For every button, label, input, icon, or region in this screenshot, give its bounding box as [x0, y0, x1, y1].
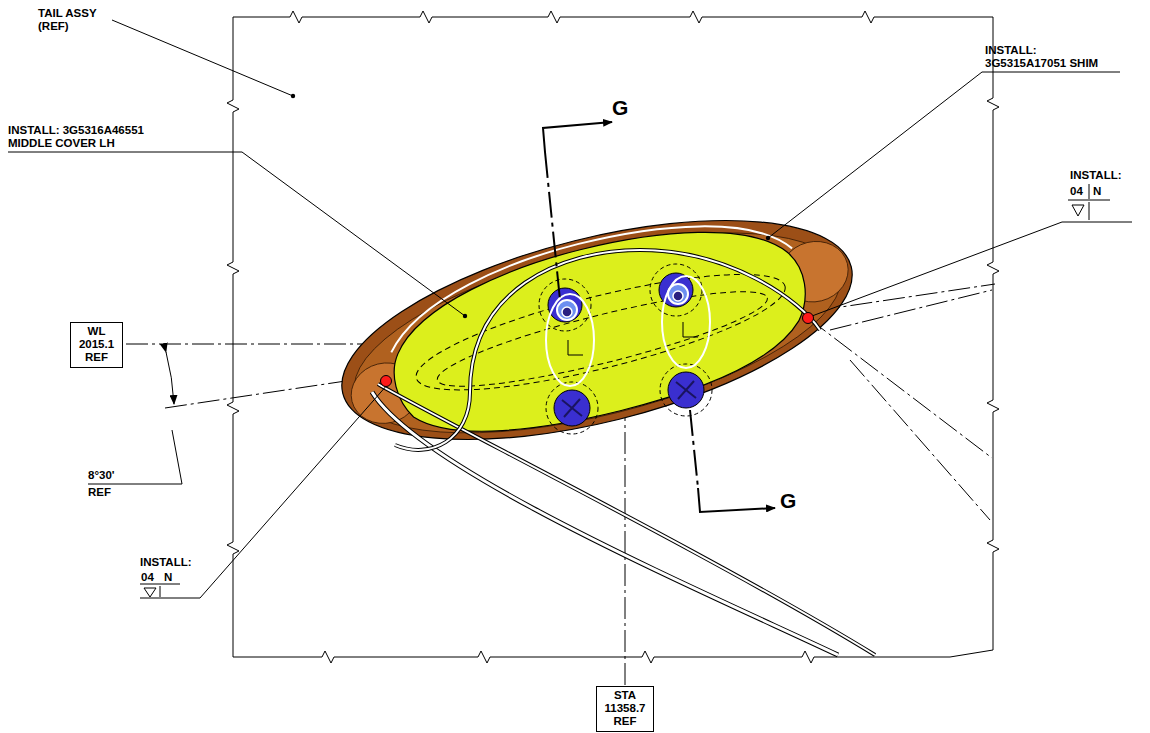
phantom-line: [808, 318, 992, 458]
fastener-clearance: [660, 364, 712, 416]
install-note: INSTALL:: [1070, 169, 1122, 182]
part-callout: INSTALL: 3G5316A46551 MIDDLE COVER LH: [8, 124, 176, 150]
install-code: 04: [141, 571, 154, 584]
part-callout: INSTALL: 3G5315A17051 SHIM: [985, 44, 1120, 70]
section-tick: [568, 322, 698, 355]
phantom-line: [850, 360, 990, 520]
leader-line: [812, 222, 1132, 316]
install-note: INSTALL:: [140, 556, 192, 569]
fastener-recess: [676, 381, 696, 399]
symbol-bar: [160, 586, 161, 597]
fastener-clearance: [546, 382, 598, 434]
fastener: [548, 288, 582, 322]
leader-dots: [291, 94, 814, 387]
fastener-location: [803, 313, 814, 324]
station-box: STA 11358.7 REF: [596, 686, 654, 732]
shim: [321, 177, 874, 482]
outline-white: [378, 384, 875, 655]
waterline-box: WL 2015.1 REF: [70, 322, 123, 368]
outline-white: [372, 392, 838, 655]
cover-assembly: [321, 177, 874, 482]
triangle-symbol: [144, 588, 156, 597]
leaders: [8, 20, 1132, 598]
break-frame: [227, 11, 999, 663]
fastener-clearance: [650, 264, 702, 316]
install-symbols: [140, 184, 1110, 597]
section-arrow: [543, 122, 612, 152]
leader-line: [768, 72, 1120, 238]
section-arrow: [698, 488, 775, 512]
phantom-line: [830, 290, 992, 330]
fastener: [554, 390, 590, 426]
outline-black: [395, 392, 470, 450]
fastener-ring: [557, 300, 577, 320]
fastener: [668, 372, 704, 408]
reference-label: TAIL ASSY (REF): [38, 7, 118, 33]
hidden-edge: [408, 251, 794, 413]
adjacent-outline: [372, 250, 875, 655]
fastener-location: [381, 376, 392, 387]
fastener-ring: [562, 307, 572, 317]
frame-edge: [233, 11, 993, 23]
outline-black: [372, 392, 838, 655]
install-code: N: [1093, 185, 1101, 198]
section-line: [543, 122, 775, 512]
leader-line: [112, 20, 293, 96]
shim-face: [335, 193, 860, 473]
dimension-arc: [166, 352, 174, 404]
triangle-symbol: [1072, 205, 1084, 216]
cover-outline: [377, 194, 793, 352]
reference-value: WL 2015.1 REF: [79, 325, 114, 364]
install-code: 04: [1070, 185, 1083, 198]
fastener-ring: [673, 291, 683, 301]
leader-dot: [463, 314, 467, 318]
angle-dimension: [88, 352, 182, 484]
section-cut: [690, 410, 698, 488]
leader-dot: [291, 94, 295, 98]
leader-line: [8, 152, 465, 316]
fasteners: [539, 264, 712, 434]
section-letter: G: [612, 97, 628, 119]
install-code: N: [164, 571, 172, 584]
fastener-outline: [662, 276, 710, 368]
fastener-recess: [562, 399, 582, 417]
hidden-edge: [432, 275, 774, 404]
outline-black: [470, 250, 820, 392]
frame-edge: [987, 17, 999, 650]
angle-dimension: 8°30' REF: [88, 467, 115, 501]
outline-white: [470, 250, 820, 392]
outline-black: [378, 384, 875, 655]
leader-dot: [766, 236, 770, 240]
symbol-rule: [140, 584, 180, 585]
symbol-rule: [1068, 200, 1110, 201]
outline-white: [395, 392, 470, 450]
section-letter: G: [780, 490, 796, 512]
leader-line: [140, 384, 388, 598]
reference-value: STA 11358.7 REF: [605, 689, 646, 728]
symbol-bar: [1089, 184, 1090, 220]
frame-edge: [233, 650, 993, 663]
section-cut: [545, 152, 560, 300]
fastener-outline: [546, 294, 594, 386]
